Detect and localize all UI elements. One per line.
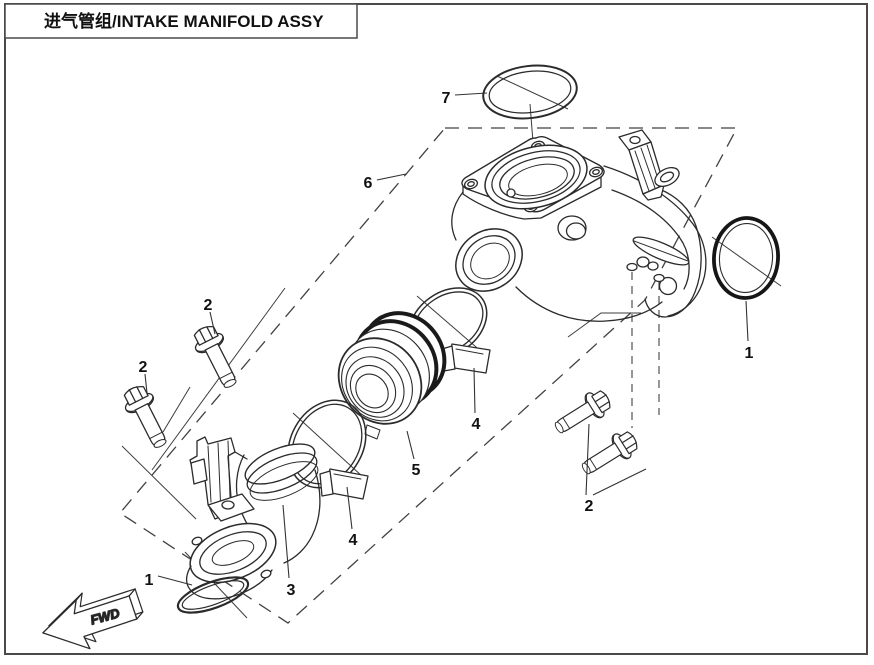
part-oring-bottom (176, 576, 250, 614)
bolt-axis-dashed-lines (631, 272, 660, 428)
page-title: 进气管组/INTAKE MANIFOLD ASSY (44, 11, 324, 31)
callout-label-4: 4 (472, 416, 481, 433)
part-runner-pipe (185, 436, 321, 600)
callout-label-7: 7 (442, 90, 451, 107)
callout-leader-2 (209, 311, 216, 335)
part-rubber-boot (337, 311, 447, 440)
callout-leader-6 (376, 173, 407, 181)
callout-leader-2 (144, 373, 148, 394)
callout-label-1: 1 (145, 572, 154, 589)
callout-leader-1 (745, 300, 749, 342)
callout-leader-2 (592, 468, 647, 496)
callout-label-2: 2 (204, 297, 213, 314)
callout-leader-4 (346, 486, 353, 530)
callout-label-1: 1 (745, 345, 754, 362)
callout-label-2: 2 (585, 498, 594, 515)
part-manifold-body (451, 129, 707, 322)
assembly-dashed-boundary (119, 127, 739, 624)
callout-leader-7 (454, 92, 488, 96)
callout-label-4: 4 (349, 532, 358, 549)
part-clamp-lower (287, 399, 369, 500)
part-oring-top (482, 64, 578, 120)
callout-label-6: 6 (364, 175, 373, 192)
title-box (4, 3, 358, 39)
callout-leader-3 (282, 504, 290, 579)
fwd-direction-arrow: FWD (42, 588, 144, 650)
callout-leader-2 (585, 423, 590, 496)
aux-lines (121, 75, 782, 619)
callout-label-2: 2 (139, 359, 148, 376)
callout-leader-5 (406, 430, 415, 460)
callout-leader-1 (157, 575, 193, 586)
page-border (4, 3, 868, 655)
callout-label-5: 5 (412, 462, 421, 479)
callout-layer: 7 6 2 2 5 4 4 3 1 1 2 (139, 90, 754, 599)
part-bolt-right-upper (548, 384, 616, 442)
part-oring-right (712, 216, 780, 300)
callout-label-3: 3 (287, 582, 296, 599)
callout-leader-4 (473, 367, 476, 414)
